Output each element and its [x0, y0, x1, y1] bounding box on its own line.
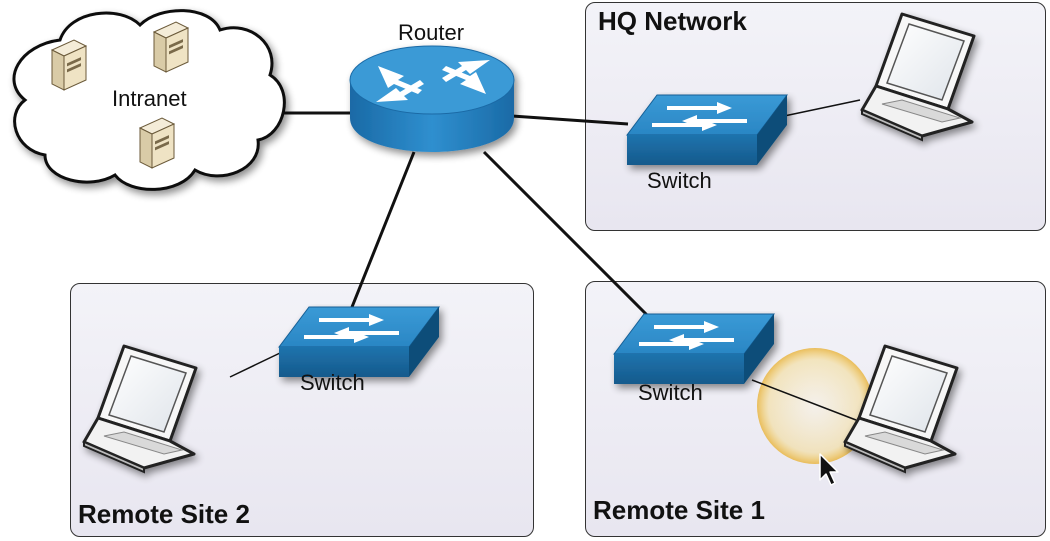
laptop-icon-remote1[interactable]: [843, 344, 959, 474]
remote-site-1-title: Remote Site 1: [593, 495, 765, 525]
link-remote2-switch-laptop: [229, 352, 281, 378]
link-router-hq-switch: [511, 114, 629, 126]
remote-site-2-title: Remote Site 2: [78, 499, 250, 529]
click-highlight: [757, 348, 873, 464]
intranet-label: Intranet: [112, 86, 187, 111]
switch-label-hq: Switch: [647, 168, 712, 193]
switch-icon-hq: [626, 94, 788, 166]
server-icon: [51, 39, 87, 91]
router-icon: [349, 45, 515, 152]
link-router-remote2-switch: [348, 151, 416, 313]
server-icon: [139, 117, 175, 169]
link-remote1-switch-laptop: [751, 379, 857, 421]
link-router-remote1-switch: [482, 150, 650, 318]
switch-icon-remote1: [613, 313, 775, 385]
switch-label-remote2: Switch: [300, 370, 365, 395]
links: [272, 111, 650, 318]
laptop-icon-hq: [860, 12, 976, 142]
laptop-icon-remote2: [82, 344, 198, 474]
hq-network-title: HQ Network: [598, 6, 747, 36]
cursor-icon: [819, 453, 839, 486]
router-label: Router: [398, 20, 465, 45]
switch-icon-remote2: [278, 306, 440, 378]
switch-label-remote1: Switch: [638, 380, 703, 405]
server-icon: [153, 21, 189, 73]
